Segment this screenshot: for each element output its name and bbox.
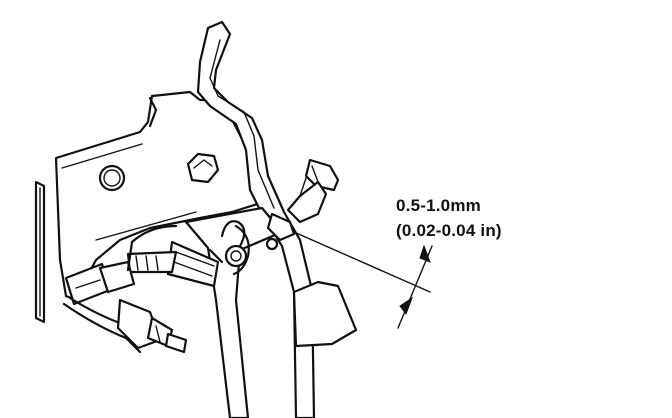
wire-connector <box>64 224 178 306</box>
hex-nut <box>186 152 220 184</box>
clearance-metric-label: 0.5-1.0mm <box>396 196 481 215</box>
stop-lamp-switch <box>126 240 220 288</box>
clevis-clip <box>220 220 250 276</box>
pedal-lever <box>184 206 284 418</box>
adjuster-bolt <box>286 158 340 224</box>
cruise-switch <box>62 296 188 354</box>
clearance-imperial-label: (0.02-0.04 in) <box>396 221 502 240</box>
pedal-arm <box>196 20 316 418</box>
pedal-stop-pad <box>292 280 358 348</box>
switch-plunger <box>266 212 296 242</box>
pivot-hole <box>265 237 279 251</box>
clearance-indicator <box>293 231 433 329</box>
firewall-plate <box>34 180 46 324</box>
